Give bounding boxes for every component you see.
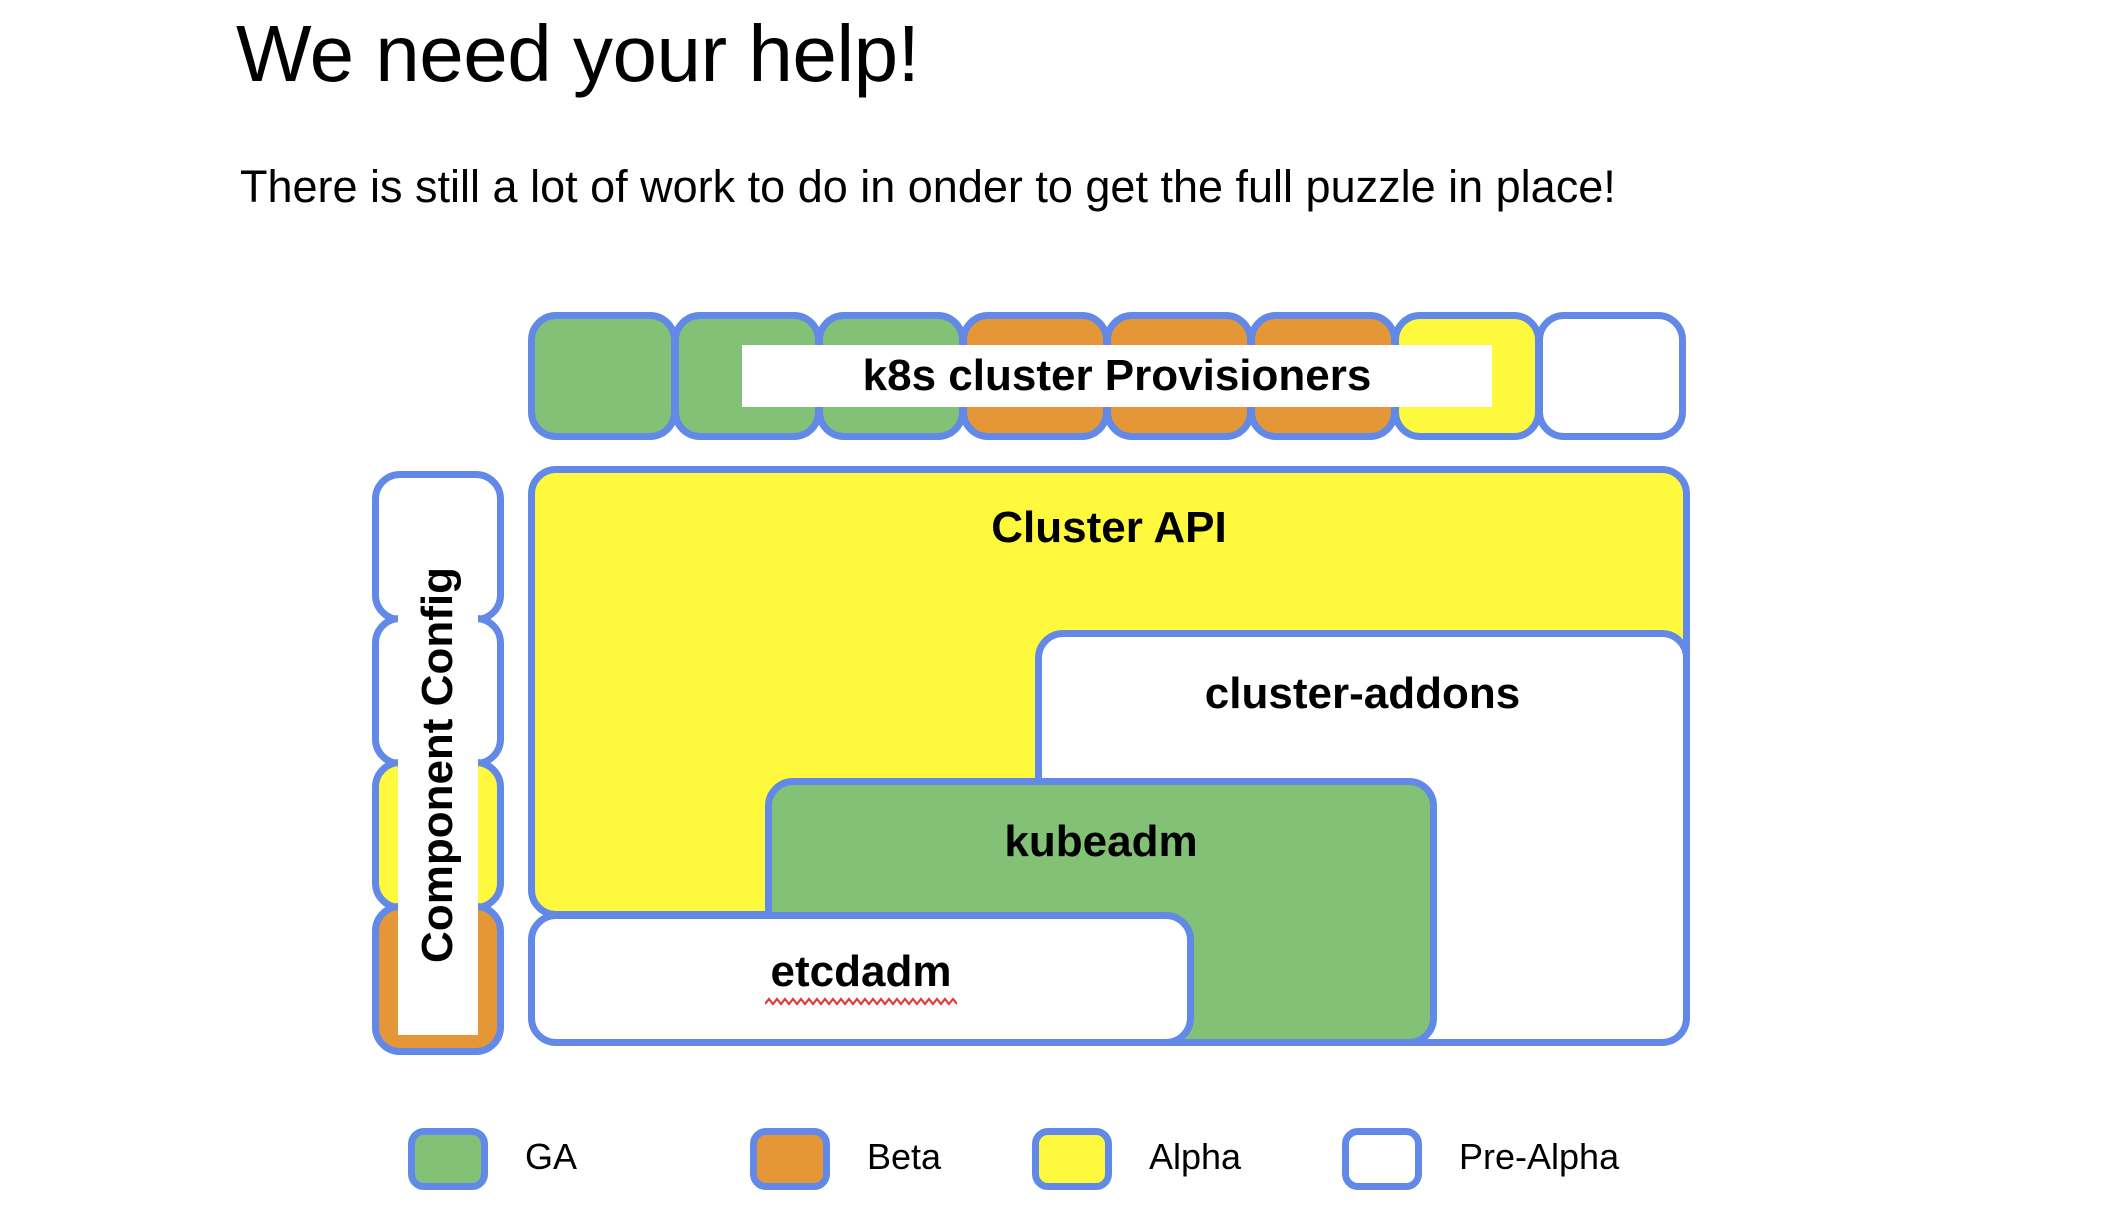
spellcheck-squiggle-icon [765,997,957,1006]
provisioner-cell-1 [528,312,678,440]
etcdadm-label: etcdadm [770,947,952,996]
page-title: We need your help! [236,9,920,98]
component-config-label-text: Component Config [413,567,463,963]
kubeadm-label: kubeadm [1004,817,1198,866]
legend-swatch-alpha [1032,1128,1112,1190]
legend-label-alpha: Alpha [1149,1136,1242,1177]
legend-swatch-beta [750,1128,830,1190]
k8s-cluster-provisioners-label: k8s cluster Provisioners [742,345,1492,407]
legend-swatch-prealpha [1342,1128,1422,1190]
page-subtitle: There is still a lot of work to do in on… [240,161,1616,212]
cluster-addons-label: cluster-addons [1204,669,1521,718]
legend-label-ga: GA [525,1136,578,1177]
provisioner-cell-8 [1536,312,1686,440]
component-config-label-strip: Component Config [398,495,478,1035]
cluster-api-label: Cluster API [991,503,1227,552]
legend-swatch-ga [408,1128,488,1190]
etcdadm-box: etcdadm [528,912,1194,1046]
legend-label-prealpha: Pre-Alpha [1459,1136,1620,1177]
legend-label-beta: Beta [867,1136,942,1177]
